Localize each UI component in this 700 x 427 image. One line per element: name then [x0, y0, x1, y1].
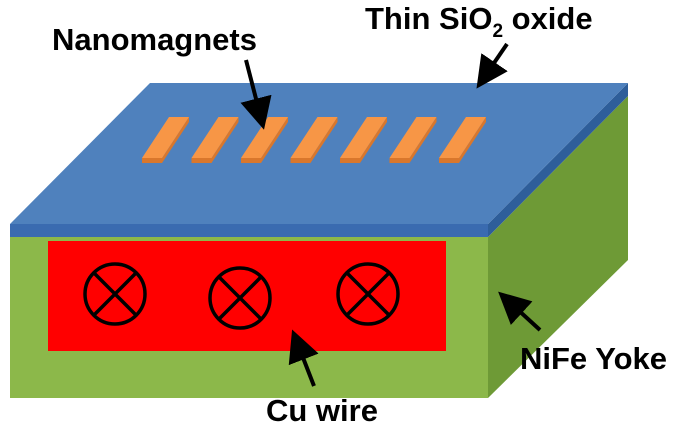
oxide-label-suffix: oxide — [503, 1, 593, 36]
nanomagnet — [340, 117, 387, 163]
oxide-label-subscript: 2 — [492, 21, 503, 42]
wire-arrow — [288, 329, 319, 387]
cu-wire-body — [48, 241, 446, 351]
oxide-side-face — [488, 83, 628, 237]
nanomagnet-array — [142, 117, 486, 163]
yoke-label: NiFe Yoke — [520, 341, 667, 376]
current-into-page-symbols — [83, 262, 400, 330]
oxide-arrow — [476, 42, 509, 89]
nanomagnets-label: Nanomagnets — [52, 22, 257, 57]
current-into-page-icon — [336, 262, 400, 326]
nanomagnet — [439, 117, 486, 163]
nanomagnet — [241, 117, 288, 163]
yoke-arrow — [498, 291, 542, 332]
current-into-page-icon — [208, 266, 272, 330]
nanomagnets-arrow — [240, 59, 272, 130]
current-into-page-icon — [83, 262, 147, 326]
nanomagnet — [389, 117, 437, 163]
nanomagnet — [142, 117, 189, 163]
oxide-label-prefix: Thin SiO — [365, 1, 492, 36]
nanomagnet — [191, 117, 239, 163]
nanomagnet — [290, 117, 338, 163]
oxide-label: Thin SiO2 oxide — [365, 1, 593, 42]
wire-label: Cu wire — [266, 393, 378, 427]
oxide-front-face — [10, 224, 488, 237]
